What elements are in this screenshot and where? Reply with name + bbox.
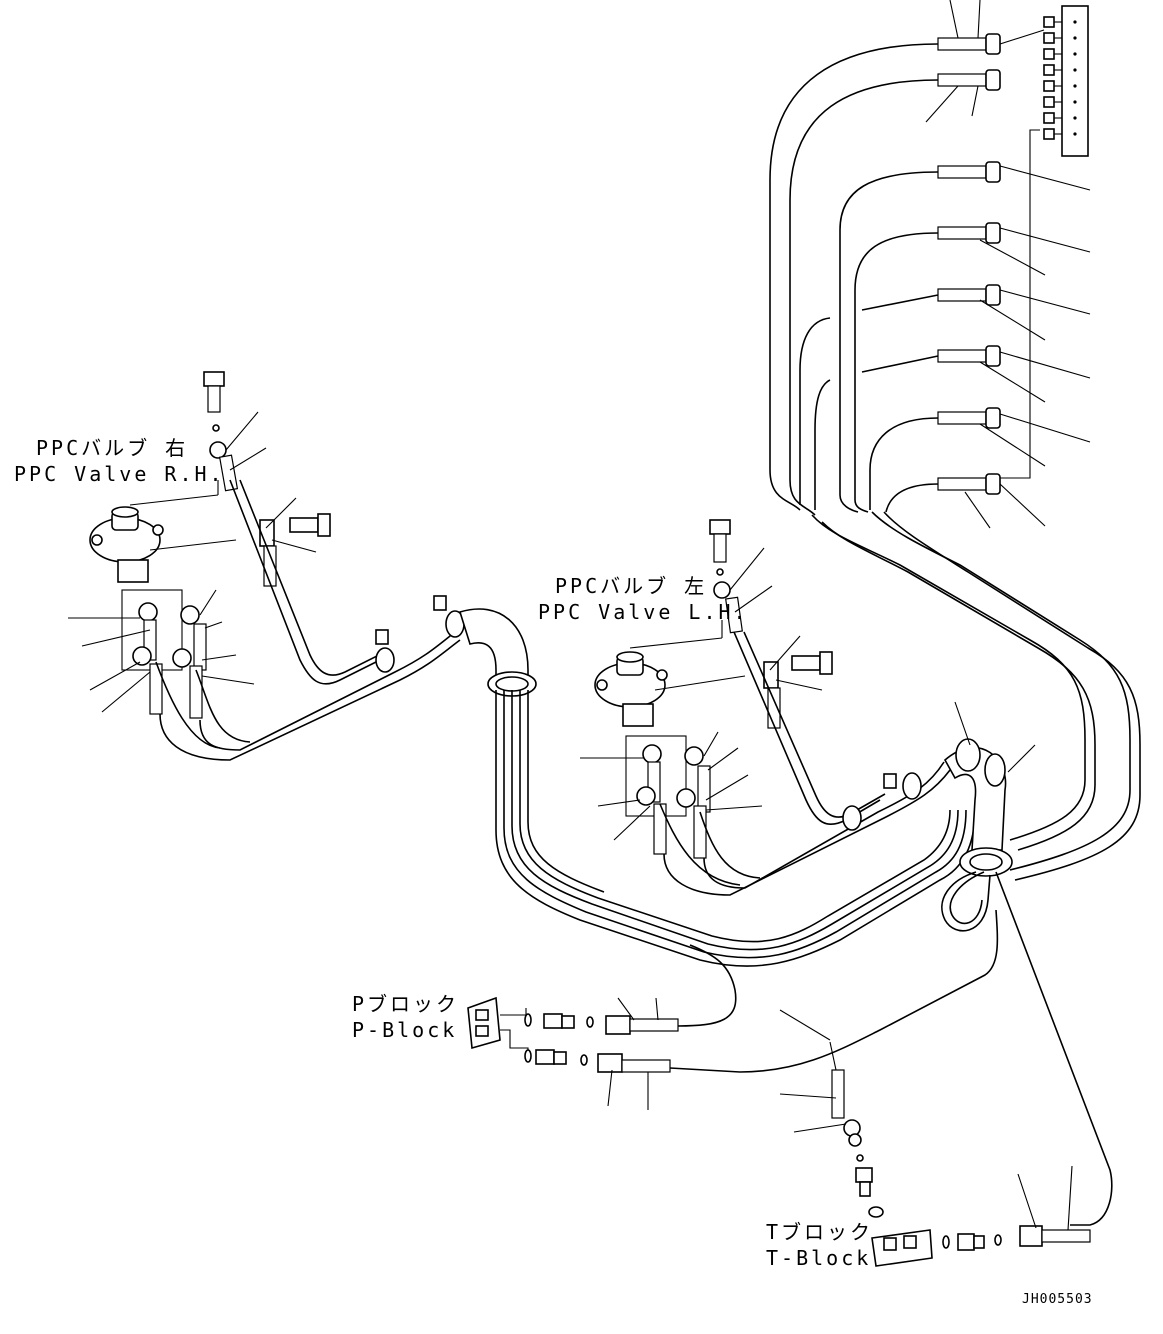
p-block-label-jp: Pブロック: [352, 992, 460, 1016]
p-block-label-en: P-Block: [352, 1018, 458, 1042]
hose-bundle-main: [811, 511, 1141, 881]
ppc-valve-rh-label-en: PPC Valve R.H.: [14, 462, 225, 486]
hoses-rh: [155, 479, 461, 761]
ppc-valve-lh: [594, 620, 746, 727]
ppc-rh-bolt: [203, 371, 267, 492]
drawing-number: JH005503: [1022, 1292, 1093, 1307]
p-block: [467, 996, 679, 1110]
hose-clamps-rh: [375, 595, 465, 673]
t-block-label-jp: Tブロック: [766, 1220, 874, 1244]
hose-clamps-lh: [842, 772, 922, 831]
bent-pipe-middle: [458, 608, 537, 697]
ppc-valve-rh-label-jp: PPCバルブ 右: [36, 436, 189, 460]
t-block-label-en: T-Block: [766, 1246, 872, 1270]
ppc-rh-clamp: [259, 497, 331, 587]
t-block: [871, 1165, 1091, 1267]
ppc-lh-bolt: [709, 519, 773, 634]
ppc-lh-clamp: [763, 635, 833, 729]
t-line-fitting: [779, 1041, 884, 1218]
hose-bundle-lower: [495, 690, 976, 967]
manifold-block: [1000, 5, 1089, 479]
bent-pipe-right: [943, 701, 1036, 877]
ppc-valve-rh: [89, 480, 237, 583]
ppc-valve-lh-label-jp: PPCバルブ 左: [555, 574, 708, 598]
hose-fittings-right: [925, 0, 1091, 529]
hose-loop: [941, 871, 1113, 1226]
ppc-valve-lh-label-en: PPC Valve L.H.: [538, 600, 749, 624]
p-block-hoses: [669, 909, 999, 1073]
ppc-lh-port-fittings: [580, 731, 763, 859]
hose-bundle-upper: [769, 43, 939, 516]
ppc-rh-port-fittings: [68, 589, 255, 719]
